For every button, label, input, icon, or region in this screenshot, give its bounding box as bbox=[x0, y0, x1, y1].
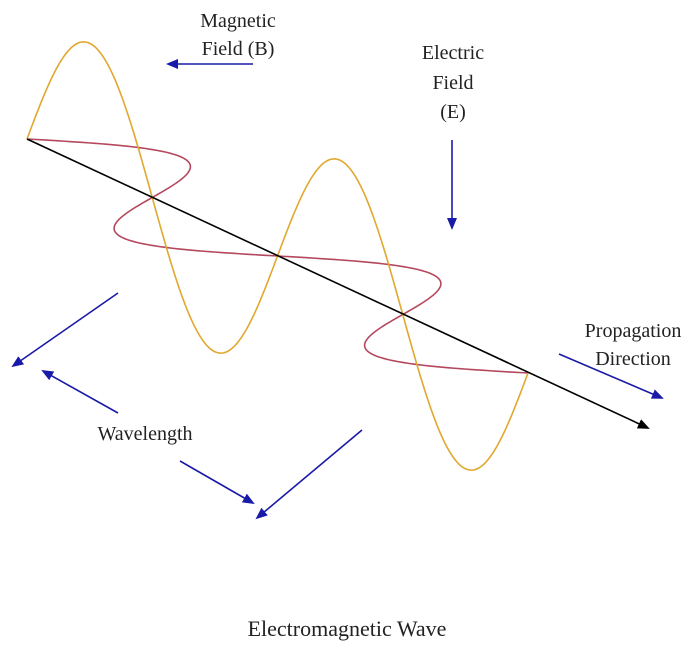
wavelength-arrow-left-inner bbox=[41, 370, 119, 414]
wavelength-label: Wavelength bbox=[97, 423, 192, 445]
wavelength-arrow-right-outer bbox=[255, 429, 363, 520]
propagation-direction-arrow bbox=[558, 353, 664, 399]
magnetic-field-label-line2: Field (B) bbox=[202, 38, 275, 60]
electric-field-label-line3: (E) bbox=[440, 101, 466, 123]
diagram-title: Electromagnetic Wave bbox=[248, 616, 447, 641]
propagation-label-line2: Direction bbox=[595, 348, 671, 370]
electric-field-label-line2: Field bbox=[432, 72, 473, 94]
wavelength-arrow-right-inner bbox=[179, 460, 255, 504]
propagation-axis bbox=[26, 138, 650, 429]
magnetic-field-label-line1: Magnetic bbox=[200, 10, 276, 32]
propagation-label-line1: Propagation bbox=[585, 320, 682, 342]
electric-field-label-line1: Electric bbox=[422, 42, 484, 64]
wavelength-arrow-left-outer bbox=[11, 292, 119, 368]
